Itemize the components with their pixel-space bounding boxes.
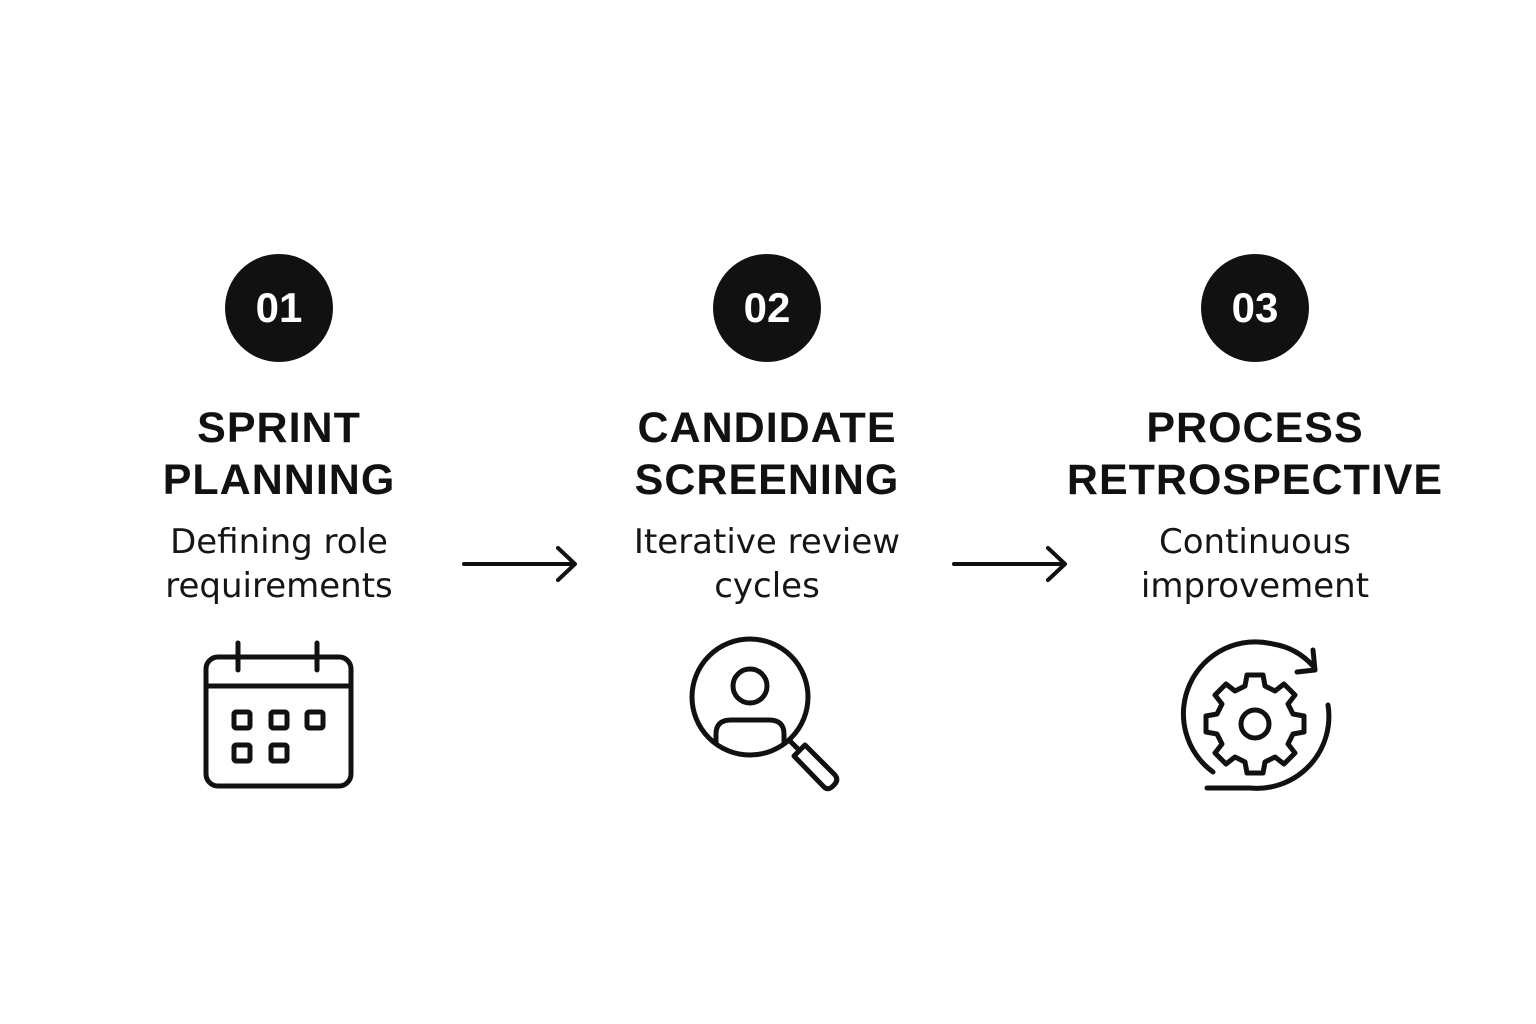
step-process-retrospective: 03 PROCESS RETROSPECTIVE Continuous impr… xyxy=(1045,0,1465,1024)
calendar-icon xyxy=(203,640,354,789)
step-description: Iterative review cycles xyxy=(557,520,977,608)
arrow-right-icon xyxy=(462,546,577,582)
gear-cycle-icon xyxy=(1180,639,1332,791)
step-title-line: PLANNING xyxy=(162,456,396,504)
step-description: Continuous improvement xyxy=(1045,520,1465,608)
step-title: SPRINT PLANNING xyxy=(69,402,489,506)
step-number-badge: 01 xyxy=(225,254,333,362)
step-description-line: cycles xyxy=(714,566,820,606)
step-candidate-screening: 02 CANDIDATE SCREENING Iterative review … xyxy=(557,0,977,1024)
step-description-line: Iterative review xyxy=(633,522,901,562)
step-number-badge: 03 xyxy=(1201,254,1309,362)
step-title-line: CANDIDATE xyxy=(637,404,897,452)
step-description-line: Continuous xyxy=(1158,522,1352,562)
arrow-right-icon xyxy=(952,546,1067,582)
step-title-line: PROCESS xyxy=(1146,404,1364,452)
step-title-line: SCREENING xyxy=(634,456,900,504)
person-search-icon xyxy=(689,636,840,792)
step-title-line: SPRINT xyxy=(197,404,361,452)
step-description: Defining role requirements xyxy=(69,520,489,608)
step-sprint-planning: 01 SPRINT PLANNING Defining role require… xyxy=(69,0,489,1024)
step-title: CANDIDATE SCREENING xyxy=(557,402,977,506)
step-description-line: Defining role xyxy=(170,522,388,562)
step-title: PROCESS RETROSPECTIVE xyxy=(1045,402,1465,506)
step-number-badge: 02 xyxy=(713,254,821,362)
step-title-line: RETROSPECTIVE xyxy=(1066,456,1444,504)
step-description-line: requirements xyxy=(165,566,393,606)
step-description-line: improvement xyxy=(1140,566,1370,606)
